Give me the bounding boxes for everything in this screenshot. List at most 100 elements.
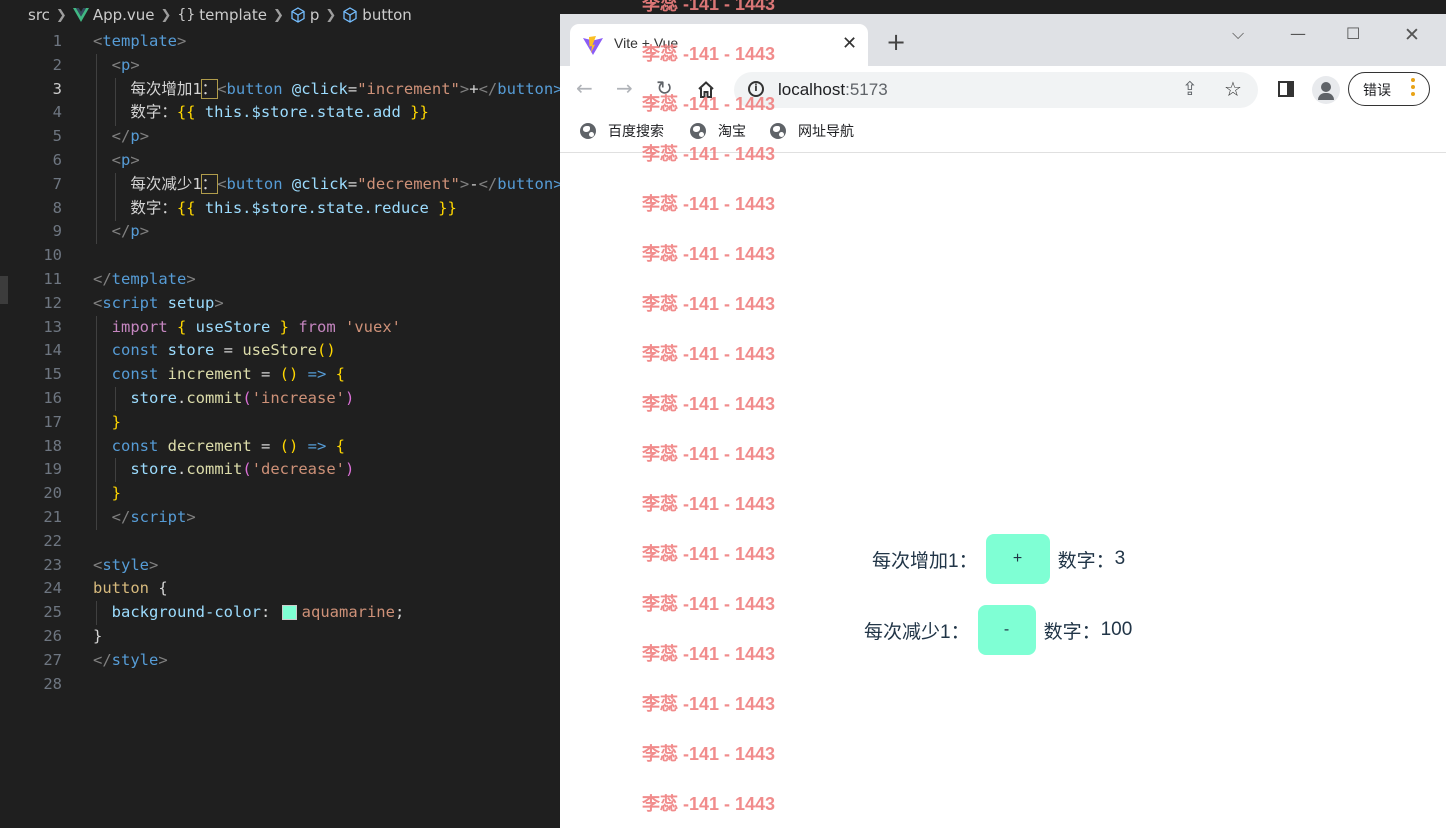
count-label: 数字： bbox=[1057, 550, 1115, 572]
decrement-row: 每次减少1： - 数字： 100 bbox=[864, 605, 1132, 655]
decrement-button[interactable]: - bbox=[977, 605, 1036, 655]
indent-guide bbox=[115, 78, 116, 126]
bookmark-label: 淘宝 bbox=[718, 124, 746, 140]
code-line: 15 const increment = () => { bbox=[0, 363, 560, 387]
indent-guide bbox=[96, 601, 97, 625]
error-menu-button[interactable]: 错误 bbox=[1348, 72, 1430, 106]
code-line: 10 bbox=[0, 244, 560, 268]
line-content: </script> bbox=[111, 507, 196, 526]
indent-guide bbox=[115, 458, 116, 482]
braces-icon: {} bbox=[177, 7, 196, 23]
add-count-value: 3 bbox=[1114, 548, 1126, 569]
code-line: 22 bbox=[0, 530, 560, 554]
line-number: 3 bbox=[52, 79, 62, 98]
code-line: 20 } bbox=[0, 482, 560, 506]
line-content: <p> bbox=[111, 55, 140, 74]
breadcrumb-label: template bbox=[199, 6, 267, 24]
back-arrow-icon[interactable]: ← bbox=[576, 76, 593, 100]
count-label: 数字： bbox=[1043, 621, 1101, 643]
new-tab-plus-icon[interactable]: + bbox=[886, 28, 907, 56]
maximize-icon[interactable]: ☐ bbox=[1346, 24, 1361, 43]
reload-icon[interactable]: ↻ bbox=[656, 76, 673, 100]
vite-logo-icon bbox=[583, 36, 603, 55]
code-line: 28 bbox=[0, 673, 560, 697]
browser-toolbar: ← → ↻ i localhost:5173 ⇪ ☆ 错误 bbox=[560, 66, 1446, 114]
line-number: 1 bbox=[52, 32, 62, 50]
minimize-icon[interactable]: — bbox=[1290, 24, 1306, 43]
line-content: button { bbox=[93, 579, 168, 598]
code-line: 17 } bbox=[0, 411, 560, 435]
line-number: 9 bbox=[52, 222, 62, 241]
indent-guide bbox=[96, 54, 97, 244]
bookmark-star-icon[interactable]: ☆ bbox=[1224, 77, 1242, 101]
profile-avatar-icon[interactable] bbox=[1312, 76, 1340, 104]
code-line: 23<style> bbox=[0, 554, 560, 578]
indent-guide bbox=[115, 387, 116, 411]
bookmark-taobao[interactable]: 淘宝 bbox=[690, 121, 746, 141]
breadcrumb-label: src bbox=[28, 6, 50, 24]
code-line: 9 </p> bbox=[0, 220, 560, 244]
site-info-icon[interactable]: i bbox=[748, 81, 764, 97]
code-line: 26} bbox=[0, 625, 560, 649]
line-content: } bbox=[93, 626, 103, 645]
line-content: const increment = () => { bbox=[111, 365, 346, 384]
address-bar[interactable]: i localhost:5173 ⇪ ☆ bbox=[734, 72, 1258, 108]
window-close-icon[interactable]: ✕ bbox=[1404, 24, 1420, 46]
line-number: 25 bbox=[43, 603, 62, 622]
close-icon[interactable]: ✕ bbox=[842, 33, 858, 54]
increment-button[interactable]: + bbox=[985, 534, 1050, 584]
tab-vite-vue[interactable]: Vite + Vue ✕ bbox=[570, 24, 868, 66]
vue-file-icon bbox=[72, 8, 89, 22]
code-area[interactable]: 1<template> 2 <p> 3 每次增加1：<button @click… bbox=[0, 30, 560, 696]
decrement-label: 每次减少1： bbox=[864, 621, 970, 643]
code-line: 12 <script setup> bbox=[0, 292, 560, 316]
line-content: background-color: aquamarine; bbox=[111, 603, 405, 622]
code-line: 8 数字：{{ this.$store.state.reduce }} bbox=[0, 197, 560, 221]
line-number: 14 bbox=[43, 341, 62, 360]
breadcrumb-item-template[interactable]: {} template bbox=[177, 6, 267, 24]
globe-icon bbox=[580, 123, 596, 139]
bookmark-baidu[interactable]: 百度搜索 bbox=[580, 121, 664, 141]
breadcrumb-item-src[interactable]: src bbox=[28, 6, 50, 24]
line-content: 数字：{{ this.$store.state.add }} bbox=[130, 103, 429, 122]
line-number: 15 bbox=[43, 365, 62, 384]
code-editor[interactable]: src ❯ App.vue ❯ {} template ❯ p ❯ button bbox=[0, 0, 560, 828]
line-content: const store = useStore() bbox=[111, 341, 336, 360]
code-line: 4 数字：{{ this.$store.state.add }} bbox=[0, 101, 560, 125]
code-line: 27</style> bbox=[0, 649, 560, 673]
bookmark-nav[interactable]: 网址导航 bbox=[770, 121, 854, 141]
bookmarks-bar: 百度搜索 淘宝 网址导航 bbox=[560, 114, 1446, 153]
line-content: <script setup> bbox=[93, 293, 224, 312]
line-content: } bbox=[111, 412, 122, 431]
url-port: :5173 bbox=[845, 80, 888, 99]
color-swatch[interactable] bbox=[281, 605, 297, 621]
url-host: localhost bbox=[778, 80, 846, 99]
line-content: </p> bbox=[111, 222, 150, 241]
activity-indicator bbox=[0, 276, 8, 304]
breadcrumb-item-button[interactable]: button bbox=[342, 6, 412, 24]
line-content: const decrement = () => { bbox=[111, 436, 346, 455]
increment-label: 每次增加1： bbox=[872, 550, 978, 572]
forward-arrow-icon[interactable]: → bbox=[616, 76, 633, 100]
home-icon[interactable] bbox=[696, 80, 716, 100]
line-number: 12 bbox=[43, 293, 62, 312]
browser-window: Vite + Vue ✕ + ⌵ — ☐ ✕ ← → ↻ i localhost… bbox=[560, 14, 1446, 828]
line-content: </template> bbox=[93, 269, 196, 288]
chevron-down-icon[interactable]: ⌵ bbox=[1232, 24, 1245, 43]
line-number: 17 bbox=[43, 412, 62, 431]
indent-guide bbox=[115, 173, 116, 221]
line-number: 13 bbox=[43, 317, 62, 336]
line-number: 27 bbox=[43, 650, 62, 669]
code-line: 18 const decrement = () => { bbox=[0, 435, 560, 459]
line-number: 28 bbox=[43, 674, 62, 693]
breadcrumb-item-file[interactable]: App.vue bbox=[72, 6, 155, 24]
reduce-count-value: 100 bbox=[1100, 619, 1133, 640]
share-icon[interactable]: ⇪ bbox=[1182, 78, 1198, 100]
line-number: 18 bbox=[43, 436, 62, 455]
breadcrumb-item-p[interactable]: p bbox=[290, 6, 319, 24]
error-label: 错误 bbox=[1363, 83, 1391, 99]
code-line: 5 </p> bbox=[0, 125, 560, 149]
kebab-menu-icon bbox=[1411, 78, 1415, 99]
side-panel-icon[interactable] bbox=[1278, 81, 1294, 97]
url-text[interactable]: localhost:5173 bbox=[778, 80, 888, 100]
